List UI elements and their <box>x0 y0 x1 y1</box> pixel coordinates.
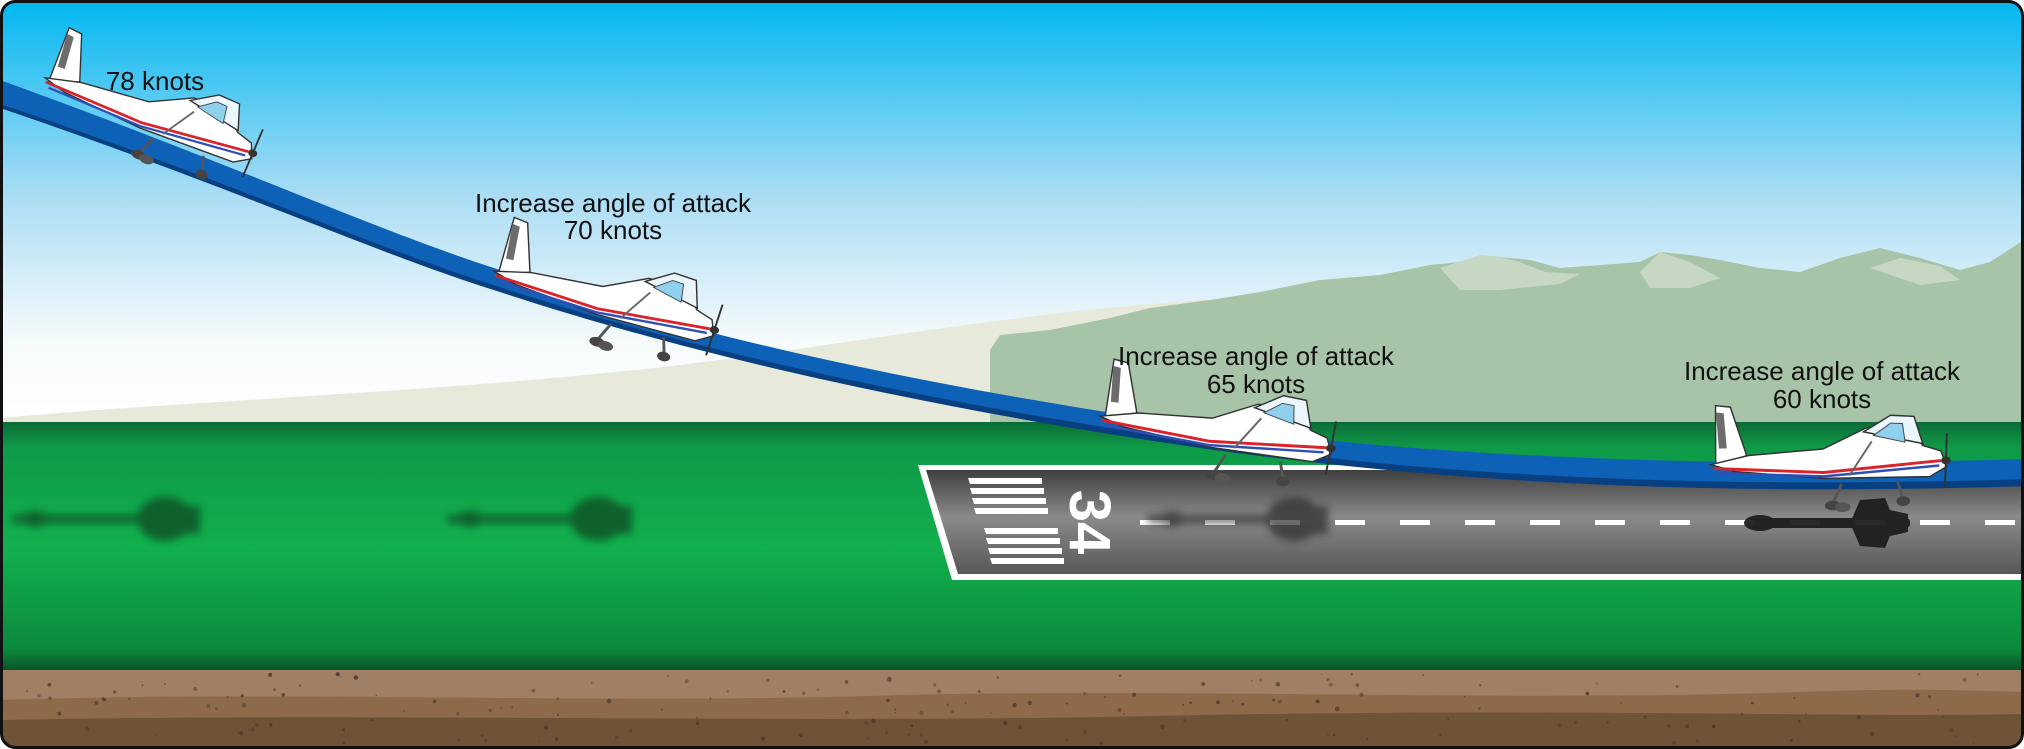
label-65-knots: 65 knots <box>1207 369 1305 399</box>
threshold-markings <box>968 478 1064 564</box>
flight-path <box>2 80 2022 483</box>
label-4-action: Increase angle of attack <box>1684 356 1961 386</box>
label-60-knots: 60 knots <box>1773 384 1871 414</box>
plane-shadow-4 <box>1744 498 1910 548</box>
soil-base <box>2 712 2022 747</box>
plane-shadow-2 <box>447 497 632 541</box>
runway-number: 34 <box>1057 490 1122 555</box>
plane-shadow-1 <box>12 497 200 541</box>
plane-shadow-3 <box>1148 497 1328 541</box>
label-2-action: Increase angle of attack <box>475 188 752 218</box>
label-70-knots: 70 knots <box>564 215 662 245</box>
label-78-knots: 78 knots <box>106 66 204 96</box>
mountains <box>990 240 2022 430</box>
soil-specks <box>5 672 1979 746</box>
mountain-peaks <box>1440 252 1960 290</box>
label-3-action: Increase angle of attack <box>1118 341 1395 371</box>
